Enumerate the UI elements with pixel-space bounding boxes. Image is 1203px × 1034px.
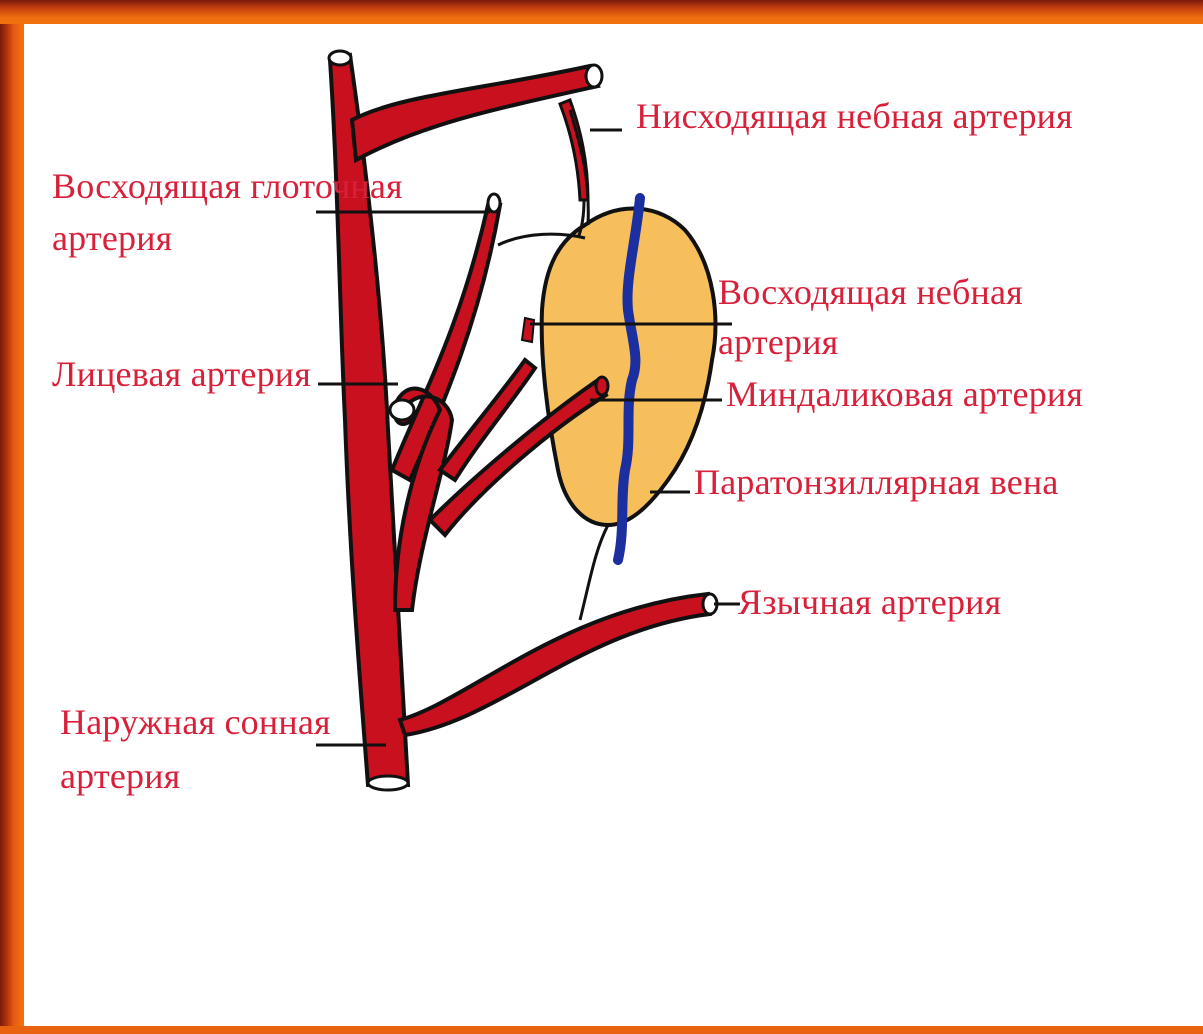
- tonsillar-artery-opening: [596, 377, 608, 395]
- ascending-pharyngeal-opening: [488, 194, 500, 212]
- label-ascending-palatine-line2: артерия: [718, 322, 838, 362]
- label-lingual: Язычная артерия: [738, 582, 1001, 622]
- label-facial: Лицевая артерия: [52, 354, 311, 394]
- label-ascending-pharyngeal-line2: артерия: [52, 218, 172, 258]
- maxillary-branch: [352, 66, 598, 160]
- descending-palatine-artery: [560, 100, 588, 200]
- label-paratonsillar-vein: Паратонзиллярная вена: [694, 462, 1059, 502]
- label-ascending-palatine-line1: Восходящая небная: [718, 272, 1023, 312]
- label-external-carotid-line1: Наружная сонная: [60, 702, 331, 742]
- label-tonsillar: Миндаликовая артерия: [726, 374, 1083, 414]
- label-external-carotid-line2: артерия: [60, 756, 180, 796]
- maxillary-opening: [586, 65, 602, 87]
- label-ascending-pharyngeal-line1: Восходящая глоточная: [52, 166, 403, 206]
- lingual-to-tonsil-link: [580, 525, 608, 620]
- facial-artery-opening: [390, 400, 414, 420]
- label-descending-palatine: Нисходящая небная артерия: [636, 96, 1073, 136]
- lingual-artery: [400, 594, 710, 735]
- external-carotid-bottom-opening: [368, 776, 408, 790]
- external-carotid-top-opening: [329, 51, 351, 65]
- ascending-palatine-tip: [522, 318, 534, 342]
